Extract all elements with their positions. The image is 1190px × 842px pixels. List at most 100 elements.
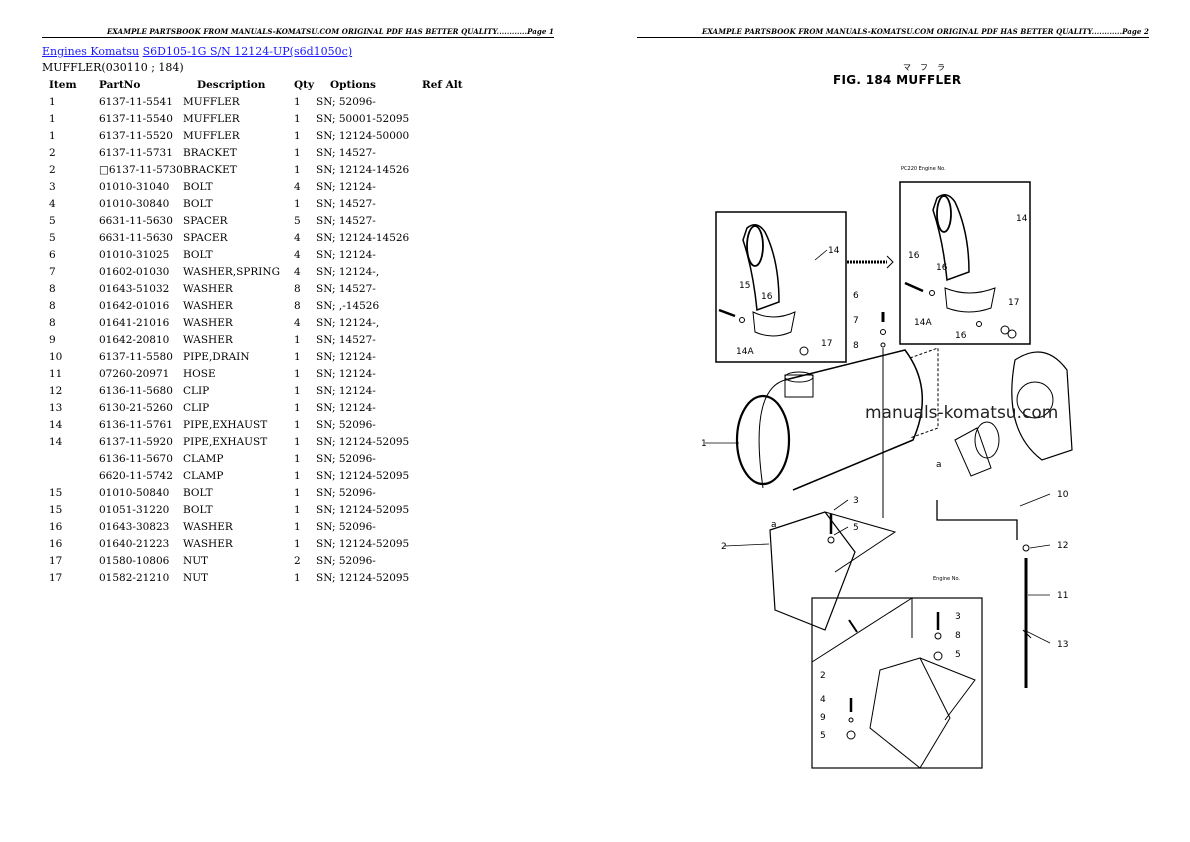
cell-item: 14: [49, 435, 63, 448]
cell-description: BOLT: [183, 248, 213, 261]
inset-box-bracket: [811, 597, 983, 769]
cell-partno: 01642-20810: [99, 333, 170, 346]
col-header-partno: PartNo: [99, 78, 141, 91]
cell-description: CLAMP: [183, 469, 224, 482]
cell-partno: 01641-21016: [99, 316, 170, 329]
cell-ref-alt: [422, 467, 472, 484]
cell-qty: 1: [294, 129, 301, 142]
svg-text:8: 8: [955, 631, 961, 641]
cell-description: CLIP: [183, 384, 210, 397]
cell-qty: 4: [294, 231, 301, 244]
svg-text:4: 4: [820, 695, 826, 705]
svg-text:12: 12: [1057, 541, 1068, 551]
cell-description: WASHER: [183, 520, 233, 533]
turbocharger-icon: [1011, 351, 1073, 461]
page-2: EXAMPLE PARTSBOOK FROM MANUALS-KOMATSU.C…: [595, 0, 1190, 842]
cell-qty: 1: [294, 367, 301, 380]
svg-text:5: 5: [853, 523, 859, 533]
cell-options: SN; 12124-: [316, 401, 376, 414]
cell-qty: 1: [294, 418, 301, 431]
cell-options: SN; 12124-14526: [316, 163, 410, 176]
cell-qty: 1: [294, 435, 301, 448]
cell-options: SN; 12124-50000: [316, 129, 410, 142]
cell-description: BOLT: [183, 486, 213, 499]
cell-options: SN; 14527-: [316, 197, 376, 210]
page-1: EXAMPLE PARTSBOOK FROM MANUALS-KOMATSU.C…: [42, 27, 554, 586]
cell-description: CLAMP: [183, 452, 224, 465]
cell-ref-alt: [422, 229, 472, 246]
cell-qty: 1: [294, 452, 301, 465]
cell-item: 12: [49, 384, 63, 397]
cell-description: HOSE: [183, 367, 216, 380]
breadcrumb-link-model[interactable]: S6D105-1G S/N 12124-UP(s6d1050c): [142, 45, 353, 58]
cell-options: SN; 12124-: [316, 384, 376, 397]
cell-ref-alt: [422, 501, 472, 518]
exhaust-pipe-icon: [742, 224, 780, 312]
cell-item: 8: [49, 316, 56, 329]
svg-text:11: 11: [1057, 591, 1068, 601]
svg-text:Engine No.: Engine No.: [933, 576, 960, 582]
svg-text:9: 9: [820, 713, 826, 723]
cell-item: 17: [49, 571, 63, 584]
cell-ref-alt: [422, 93, 472, 110]
muffler-exploded-diagram: PC220 Engine No.: [701, 166, 1073, 769]
cell-ref-alt: [422, 110, 472, 127]
svg-text:2: 2: [820, 671, 826, 681]
cell-ref-alt: [422, 433, 472, 450]
cell-qty: 1: [294, 163, 301, 176]
cell-options: SN; 52096-: [316, 418, 376, 431]
cell-partno: 6137-11-5920: [99, 435, 173, 448]
cell-qty: 4: [294, 248, 301, 261]
cell-ref-alt: [422, 382, 472, 399]
svg-text:14: 14: [828, 246, 840, 256]
cell-partno: 6136-11-5680: [99, 384, 173, 397]
cell-item: 2: [49, 146, 56, 159]
cell-description: SPACER: [183, 214, 228, 227]
inset-box-alternate: [899, 181, 1031, 345]
cell-options: SN; 12124-: [316, 248, 376, 261]
breadcrumb-link-engines[interactable]: Engines Komatsu: [42, 45, 140, 58]
cell-ref-alt: [422, 280, 472, 297]
cell-qty: 1: [294, 401, 301, 414]
cell-ref-alt: [422, 314, 472, 331]
svg-text:a: a: [936, 460, 942, 470]
cell-ref-alt: [422, 365, 472, 382]
cell-options: SN; 12124-52095: [316, 435, 410, 448]
svg-text:10: 10: [1057, 490, 1069, 500]
cell-partno: 01010-30840: [99, 197, 170, 210]
cell-description: SPACER: [183, 231, 228, 244]
cell-options: SN; 14527-: [316, 146, 376, 159]
cell-partno: 07260-20971: [99, 367, 170, 380]
col-header-options: Options: [330, 78, 376, 91]
cell-options: SN; 12124-52095: [316, 537, 410, 550]
